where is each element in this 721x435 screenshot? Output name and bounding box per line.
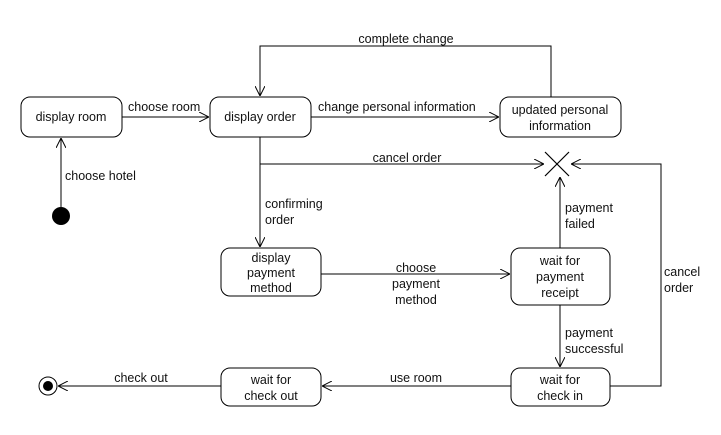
transition-cancel-order-right [571,164,662,387]
transition-label: choose [396,261,436,275]
transition-label: payment [565,201,613,215]
transition-label: choose room [128,100,200,114]
state-wait-for-check-out: wait for check out [220,367,322,407]
state-label: display order [224,110,296,124]
state-label: wait for [539,254,580,268]
transition-label: use room [390,371,442,385]
transition-label: order [265,213,294,227]
transition-label: payment [392,277,440,291]
transition-label: complete change [358,32,453,46]
state-label: check out [244,389,298,403]
transition-label: failed [565,217,595,231]
state-updated-personal-information: updated personal information [499,96,622,138]
transition-label: cancel order [373,151,442,165]
state-label: payment [536,270,584,284]
state-label: display room [36,110,107,124]
state-label: updated personal [512,103,609,117]
state-label: wait for [250,373,291,387]
state-wait-for-check-in: wait for check in [510,367,611,407]
transition-label: check out [114,371,168,385]
transition-label: order [664,281,693,295]
transition-label: successful [565,342,623,356]
state-display-order: display order [209,96,312,138]
state-label: check in [537,389,583,403]
state-label: wait for [539,373,580,387]
terminate-node [544,151,570,177]
initial-state [52,207,70,225]
state-label: display [252,251,292,265]
transition-label: method [395,293,437,307]
state-display-room: display room [20,96,123,138]
state-label: payment [247,266,295,280]
state-label: information [529,119,591,133]
transition-label: payment [565,326,613,340]
transition-complete-change [260,45,552,97]
state-label: receipt [541,286,579,300]
transition-label: cancel [664,265,700,279]
state-wait-for-payment-receipt: wait for payment receipt [510,247,611,306]
transition-label: choose hotel [65,169,136,183]
state-display-payment-method: display payment method [220,247,322,297]
transition-label: confirming [265,197,323,211]
transition-label: change personal information [318,100,476,114]
state-label: method [250,281,292,295]
final-state [38,376,58,396]
